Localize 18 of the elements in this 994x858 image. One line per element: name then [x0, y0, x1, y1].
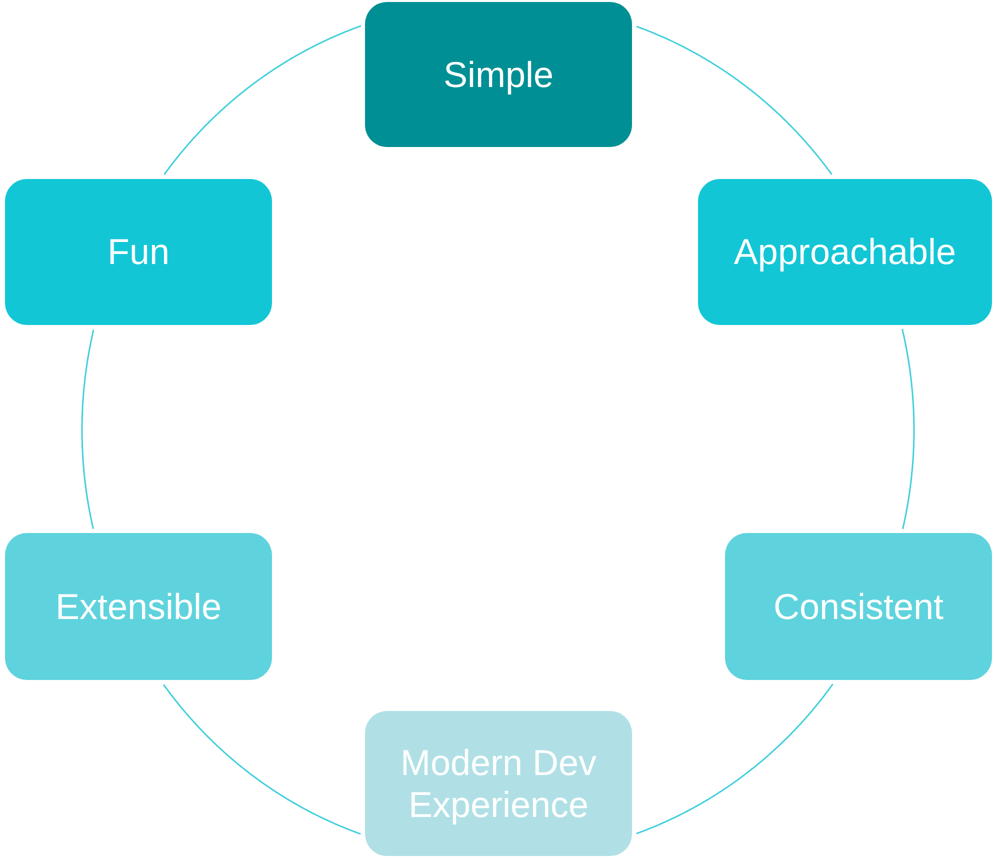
box-label: Simple — [443, 54, 554, 96]
box-label: Fun — [107, 231, 170, 273]
connector-arc — [902, 328, 915, 530]
connector-arc — [636, 26, 832, 175]
connector-arc — [162, 684, 361, 835]
process-box — [365, 711, 632, 856]
process-box — [698, 179, 992, 325]
connector-arc — [636, 684, 834, 834]
box-label: Extensible — [55, 586, 222, 628]
connector-arc — [81, 330, 94, 529]
process-box — [5, 179, 272, 325]
process-box — [5, 533, 272, 680]
box-label: Consistent — [773, 586, 944, 628]
process-box — [725, 533, 992, 680]
box-label: Modern Dev Experience — [399, 742, 598, 825]
process-box — [365, 2, 632, 147]
box-label: Approachable — [734, 231, 956, 273]
connector-arc — [164, 25, 362, 175]
